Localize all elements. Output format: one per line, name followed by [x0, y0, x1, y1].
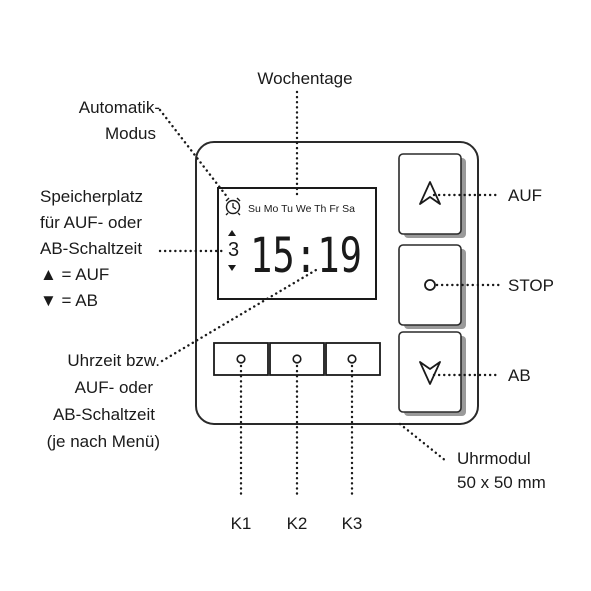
- label-speicher-1: Speicherplatz: [40, 187, 143, 206]
- k2-dot-icon: [292, 354, 302, 364]
- memory-slot-number: 3: [228, 239, 239, 261]
- label-wochentage: Wochentage: [257, 69, 352, 88]
- label-stop: STOP: [508, 276, 554, 295]
- stop-circle-icon: [424, 279, 436, 291]
- label-uhrzeit-2: AUF- oder: [75, 378, 154, 397]
- slot-down-arrow-icon: [228, 265, 236, 271]
- label-speicher-2: für AUF- oder: [40, 213, 142, 232]
- label-uhrmodul-2: 50 x 50 mm: [457, 473, 546, 492]
- label-k1: K1: [231, 514, 252, 533]
- down-arrow-icon: [419, 361, 441, 385]
- label-uhrzeit-3: AB-Schaltzeit: [53, 405, 155, 424]
- label-auf: AUF: [508, 186, 542, 205]
- label-speicher-3: AB-Schaltzeit: [40, 239, 142, 258]
- label-speicher-5: ▼ = AB: [40, 291, 98, 310]
- k3-dot-icon: [347, 354, 357, 364]
- label-automatik-1: Automatik-: [79, 98, 160, 117]
- alarm-clock-icon: [225, 197, 241, 216]
- label-uhrmodul-1: Uhrmodul: [457, 449, 531, 468]
- leader-automatik: [158, 108, 230, 200]
- label-automatik-2: Modus: [105, 124, 156, 143]
- k1-dot-icon: [236, 354, 246, 364]
- lcd-weekdays: Su Mo Tu We Th Fr Sa: [248, 203, 355, 215]
- leader-uhrzeit: [160, 268, 318, 363]
- slot-up-arrow-icon: [228, 230, 236, 236]
- label-uhrzeit-1: Uhrzeit bzw.: [67, 351, 160, 370]
- k1-button[interactable]: [213, 342, 269, 376]
- label-k2: K2: [287, 514, 308, 533]
- label-k3: K3: [342, 514, 363, 533]
- label-speicher-4: ▲ = AUF: [40, 265, 109, 284]
- label-uhrzeit-4: (je nach Menü): [47, 432, 160, 451]
- memory-slot-indicator: 3: [228, 230, 239, 271]
- label-ab: AB: [508, 366, 531, 385]
- leader-uhrmodul: [398, 422, 448, 463]
- up-arrow-icon: [419, 181, 441, 205]
